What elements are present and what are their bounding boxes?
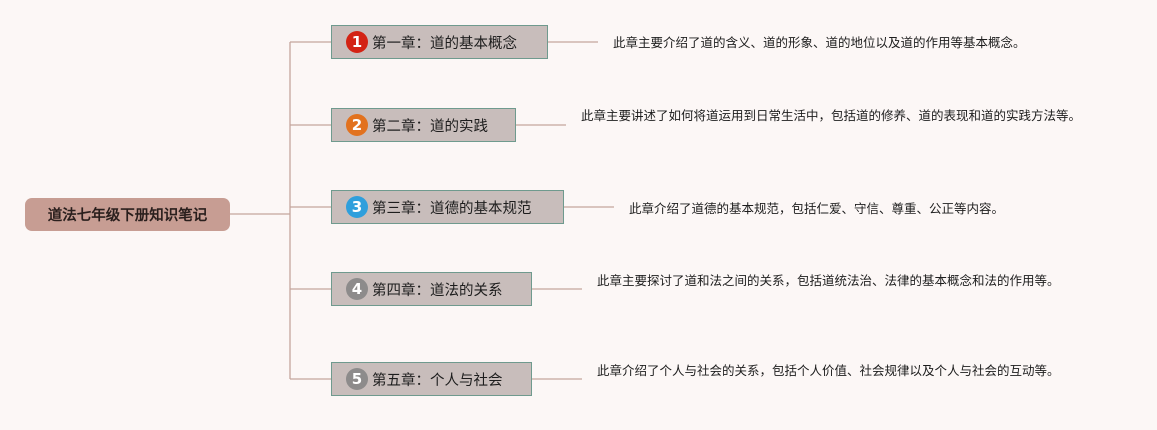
chapter-node-4[interactable]: 4 第四章：道法的关系 — [331, 272, 532, 306]
chapter-node-3[interactable]: 3 第三章：道德的基本规范 — [331, 190, 564, 224]
chapter-description-3: 此章介绍了道德的基本规范，包括仁爱、守信、尊重、公正等内容。 — [629, 201, 1005, 216]
chapter-node-5[interactable]: 5 第五章：个人与社会 — [331, 362, 532, 396]
chapter-title: 第三章：道德的基本规范 — [372, 200, 532, 217]
number-badge-icon: 5 — [346, 368, 368, 390]
chapter-title: 第四章：道法的关系 — [372, 282, 503, 299]
chapter-description-5: 此章介绍了个人与社会的关系，包括个人价值、社会规律以及个人与社会的互动等。 — [597, 363, 1060, 378]
chapter-description-2: 此章主要讲述了如何将道运用到日常生活中，包括道的修养、道的表现和道的实践方法等。 — [581, 108, 1082, 123]
number-badge-icon: 1 — [346, 31, 368, 53]
root-topic[interactable]: 道法七年级下册知识笔记 — [25, 198, 230, 231]
chapter-title: 第一章：道的基本概念 — [372, 35, 517, 52]
chapter-node-1[interactable]: 1 第一章：道的基本概念 — [331, 25, 548, 59]
chapter-title: 第五章：个人与社会 — [372, 372, 503, 389]
chapter-description-4: 此章主要探讨了道和法之间的关系，包括道统法治、法律的基本概念和法的作用等。 — [597, 273, 1060, 288]
chapter-description-1: 此章主要介绍了道的含义、道的形象、道的地位以及道的作用等基本概念。 — [613, 35, 1026, 50]
chapter-title: 第二章：道的实践 — [372, 118, 488, 135]
number-badge-icon: 4 — [346, 278, 368, 300]
number-badge-icon: 2 — [346, 114, 368, 136]
number-badge-icon: 3 — [346, 196, 368, 218]
chapter-node-2[interactable]: 2 第二章：道的实践 — [331, 108, 516, 142]
